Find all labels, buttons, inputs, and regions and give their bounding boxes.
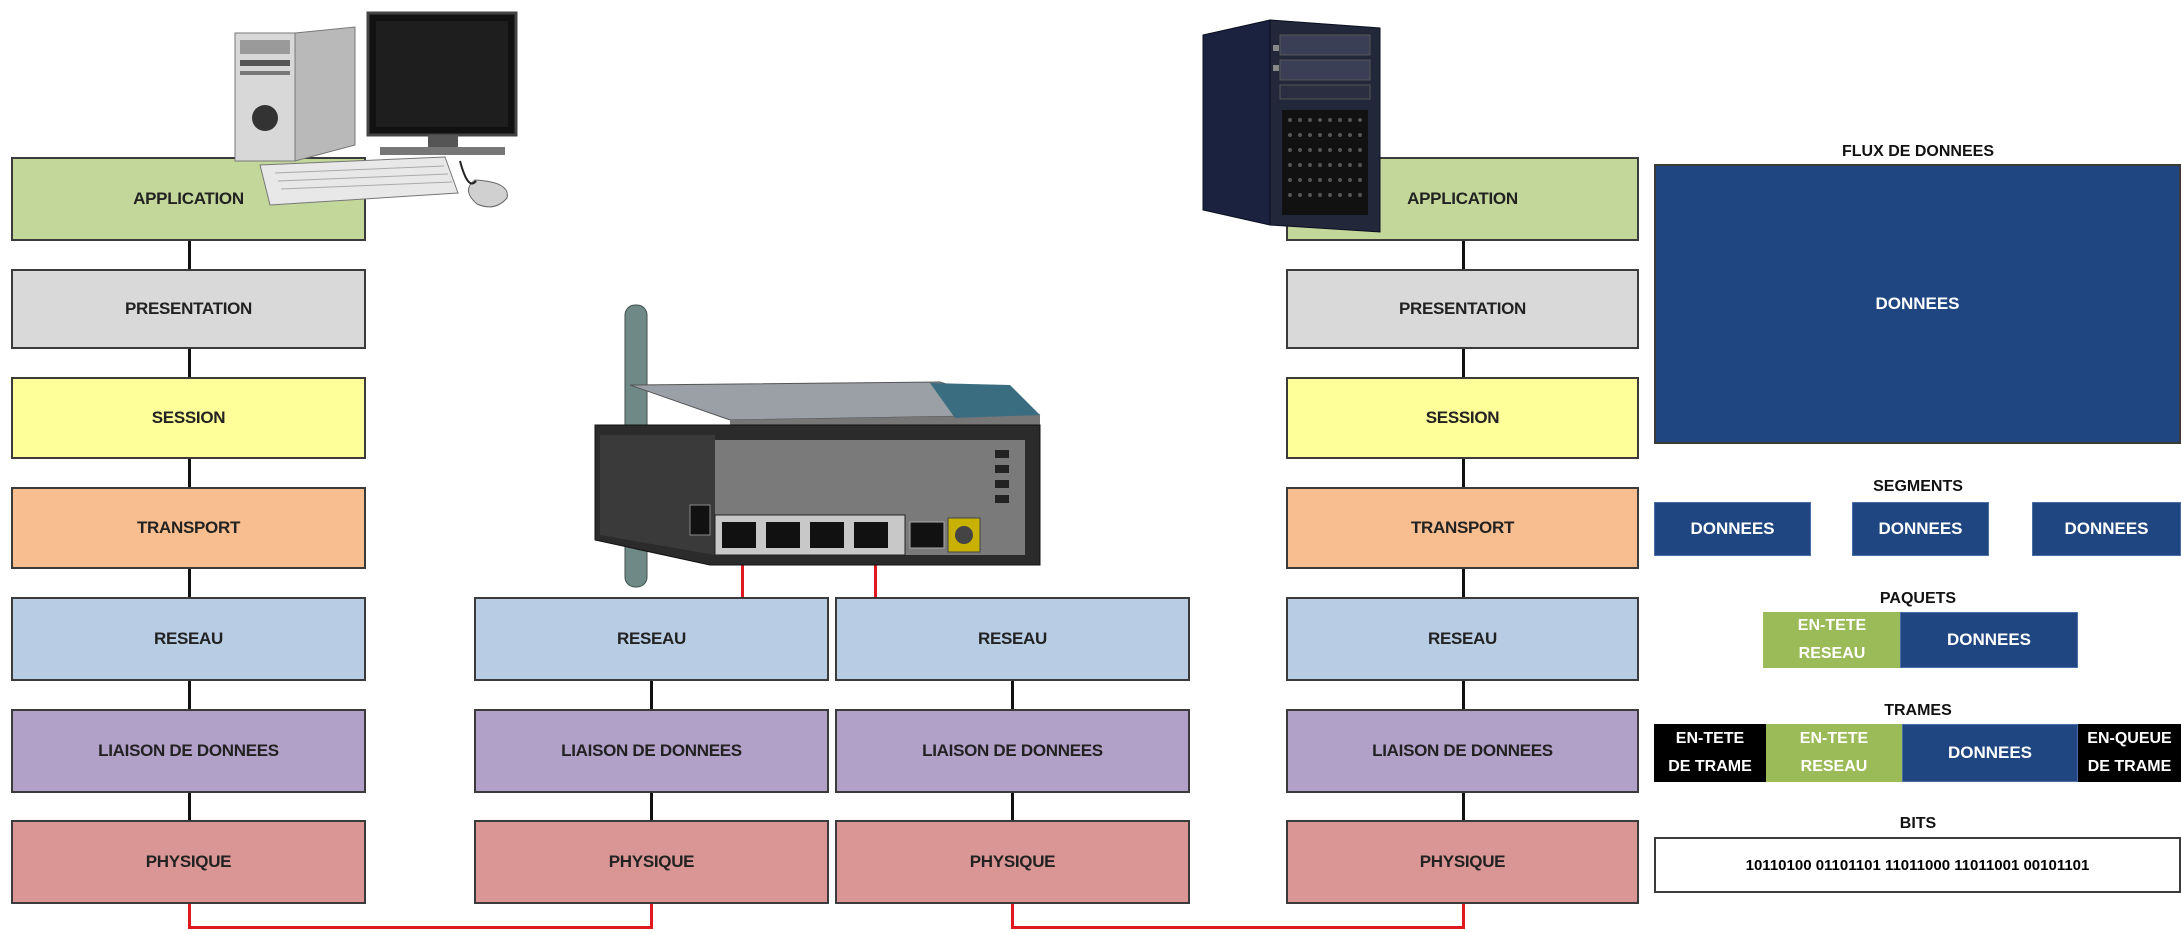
connector (1011, 792, 1014, 822)
connector (188, 680, 191, 710)
layer-reseau: RESEAU (835, 597, 1190, 681)
trames-title: TRAMES (1884, 702, 1952, 719)
trame-en-tete: EN-TETE DE TRAME (1654, 724, 1766, 782)
paquet-donnees: DONNEES (1900, 612, 2078, 668)
trame-en-queue: EN-QUEUE DE TRAME (2078, 724, 2181, 782)
bits-block: 10110100 01101101 11011000 11011001 0010… (1654, 837, 2181, 893)
reseau-label: RESEAU (1800, 758, 1868, 775)
layer-reseau: RESEAU (11, 597, 366, 681)
connector (188, 458, 191, 488)
de-trame-label: DE TRAME (1668, 758, 1752, 775)
segment-block: DONNEES (1654, 502, 1811, 556)
layer-liaison: LIAISON DE DONNEES (835, 709, 1190, 793)
connector (1011, 680, 1014, 710)
layer-physique: PHYSIQUE (474, 820, 829, 904)
en-tete-label: EN-TETE (1797, 617, 1867, 634)
paquets-title: PAQUETS (1879, 590, 1957, 607)
connector (650, 792, 653, 822)
layer-physique: PHYSIQUE (11, 820, 366, 904)
physical-link (1011, 926, 1465, 929)
en-tete-label: EN-TETE (1799, 730, 1869, 747)
bits-title: BITS (1899, 815, 1937, 832)
en-queue-label: EN-QUEUE (2087, 730, 2172, 747)
physical-link (1011, 903, 1014, 929)
layer-liaison: LIAISON DE DONNEES (11, 709, 366, 793)
connector (188, 348, 191, 378)
connector (188, 568, 191, 598)
physical-link (188, 903, 191, 929)
layer-transport: TRANSPORT (1286, 487, 1639, 569)
layer-physique: PHYSIQUE (835, 820, 1190, 904)
layer-reseau: RESEAU (474, 597, 829, 681)
connector (1462, 458, 1465, 488)
reseau-label: RESEAU (1798, 645, 1866, 662)
layer-presentation: PRESENTATION (11, 269, 366, 349)
connector (650, 680, 653, 710)
layer-reseau: RESEAU (1286, 597, 1639, 681)
connector (1462, 792, 1465, 822)
segments-title: SEGMENTS (1873, 478, 1963, 495)
connector (1462, 348, 1465, 378)
layer-session: SESSION (11, 377, 366, 459)
connector (188, 240, 191, 270)
layer-liaison: LIAISON DE DONNEES (474, 709, 829, 793)
server-tower-icon (1202, 19, 1381, 233)
layer-session: SESSION (1286, 377, 1639, 459)
en-tete-label: EN-TETE (1675, 730, 1745, 747)
router-port-link (874, 540, 877, 598)
connector (188, 792, 191, 822)
router-icon (594, 304, 1041, 588)
de-trame-label: DE TRAME (2087, 758, 2172, 775)
physical-link (1462, 903, 1465, 929)
trame-en-tete-reseau: EN-TETE RESEAU (1766, 724, 1902, 782)
segment-block: DONNEES (2032, 502, 2181, 556)
trame-donnees: DONNEES (1902, 724, 2078, 782)
layer-presentation: PRESENTATION (1286, 269, 1639, 349)
flux-title: FLUX DE DONNEES (1841, 143, 1994, 160)
layer-liaison: LIAISON DE DONNEES (1286, 709, 1639, 793)
router-port-link (741, 540, 744, 598)
desktop-computer-icon (234, 11, 518, 208)
physical-link (650, 903, 653, 929)
layer-physique: PHYSIQUE (1286, 820, 1639, 904)
connector (1462, 240, 1465, 270)
paquet-en-tete-reseau: EN-TETE RESEAU (1763, 612, 1901, 668)
layer-transport: TRANSPORT (11, 487, 366, 569)
flux-donnees-block: DONNEES (1654, 164, 2181, 444)
connector (1462, 680, 1465, 710)
segment-block: DONNEES (1852, 502, 1989, 556)
connector (1462, 568, 1465, 598)
physical-link (188, 926, 653, 929)
